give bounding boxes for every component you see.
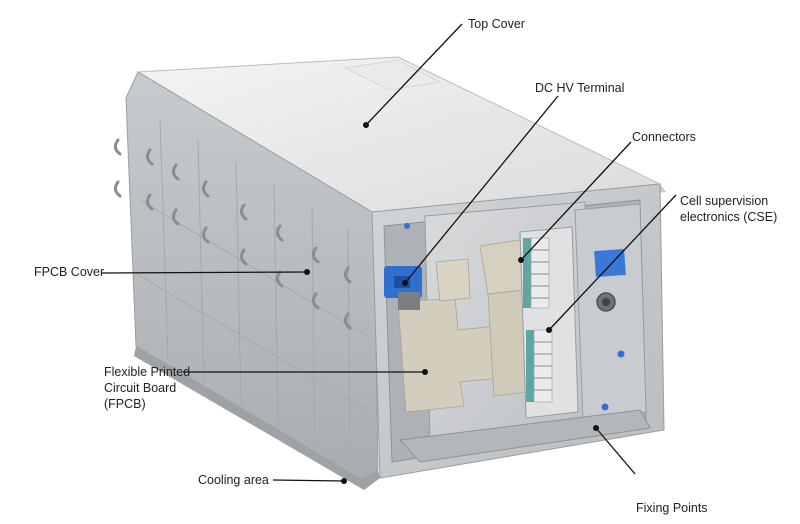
leader-cooling-area (272, 479, 345, 482)
leader-dc-hv-terminal (404, 95, 559, 284)
leader-connectors (520, 141, 632, 261)
label-cooling-area: Cooling area (198, 473, 269, 487)
cse-board (519, 226, 579, 419)
leader-fixing-points (595, 427, 636, 475)
leader-dots (304, 122, 599, 484)
label-fixing-points: Fixing Points (636, 501, 708, 515)
fpcb-shape (397, 239, 529, 413)
label-cse: Cell supervision electronics (CSE) (680, 194, 778, 224)
leader-cse (548, 194, 677, 331)
label-dc-hv-terminal: DC HV Terminal (535, 81, 625, 95)
label-fpcb: Flexible Printed Circuit Board (FPCB) (104, 365, 191, 411)
leader-fpcb-cover (101, 271, 308, 274)
label-top-cover: Top Cover (468, 17, 525, 31)
connector-upper (523, 237, 550, 309)
label-fpcb-cover: FPCB Cover (34, 265, 105, 279)
leader-top-cover (365, 23, 463, 126)
label-connectors: Connectors (632, 130, 696, 144)
fpcb-cover-side-panel (113, 71, 380, 490)
leader-lines (101, 23, 677, 482)
